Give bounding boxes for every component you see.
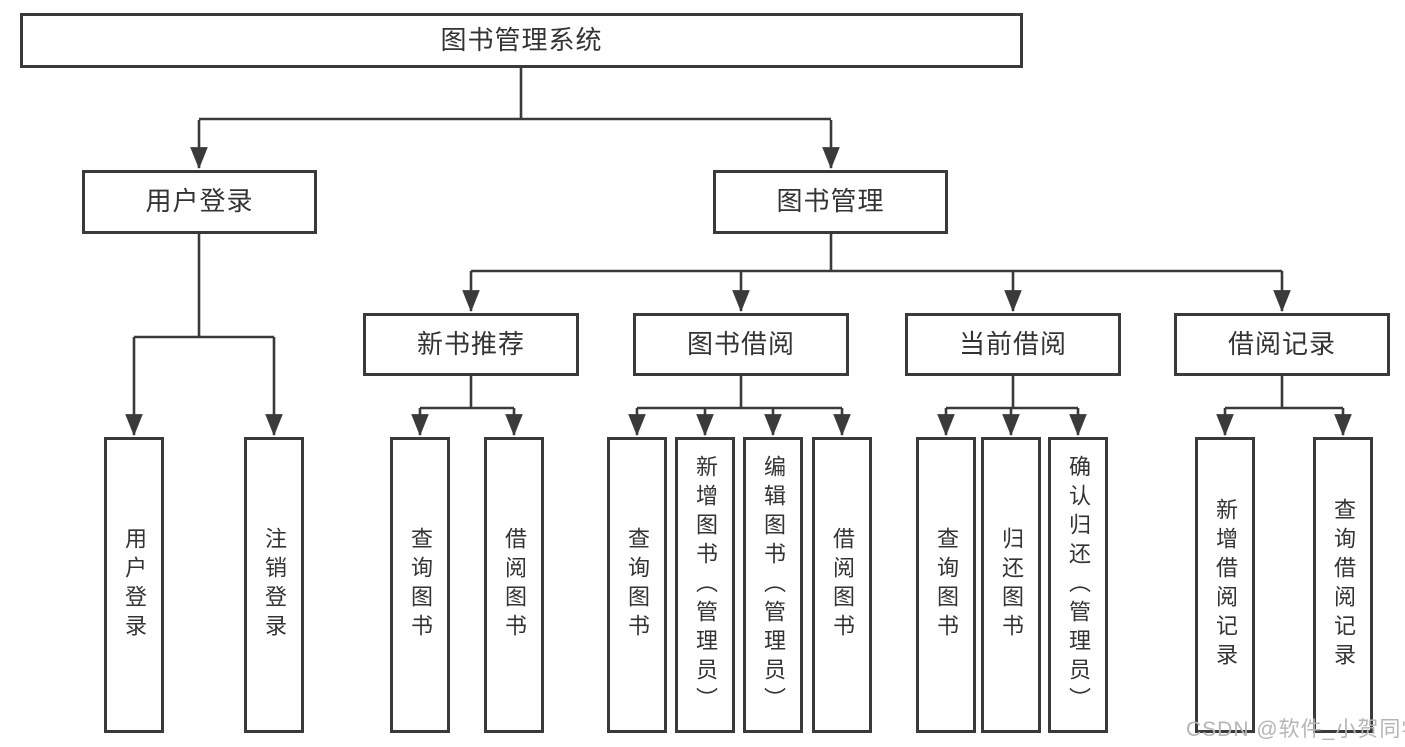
node-book-management: 图书管理 [713, 170, 948, 234]
leaf-return-book: 归还图书 [981, 437, 1041, 733]
connector-borrow-records-bus [1225, 376, 1343, 410]
leaf-confirm-return-admin: 确认归还（管理员） [1048, 437, 1108, 733]
node-borrow-records: 借阅记录 [1174, 313, 1390, 376]
leaf-edit-book-admin: 编辑图书（管理员） [743, 437, 803, 733]
node-user-login: 用户登录 [82, 170, 317, 234]
node-new-book-recommend: 新书推荐 [363, 313, 579, 376]
connector-book-borrow-bus [637, 376, 842, 410]
connector-user-login-bus [134, 234, 274, 339]
node-current-borrow: 当前借阅 [905, 313, 1121, 376]
node-root: 图书管理系统 [20, 13, 1023, 68]
leaf-query-borrow-record: 查询借阅记录 [1313, 437, 1373, 733]
connector-root-bus [199, 68, 831, 121]
connector-book-management-bus [471, 234, 1282, 273]
leaf-query-books-current: 查询图书 [916, 437, 976, 733]
connector-current-borrow-bus [946, 376, 1078, 410]
leaf-borrow-books: 借阅图书 [812, 437, 872, 733]
leaf-query-books-recommend: 查询图书 [390, 437, 450, 733]
leaf-add-borrow-record: 新增借阅记录 [1195, 437, 1255, 733]
leaf-borrow-books-recommend: 借阅图书 [484, 437, 544, 733]
leaf-user-login: 用户登录 [104, 437, 164, 733]
node-book-borrow: 图书借阅 [633, 313, 849, 376]
csdn-watermark: CSDN @软件_小贺同学 [1186, 718, 1405, 741]
leaf-query-books-borrow: 查询图书 [607, 437, 667, 733]
leaf-logout: 注销登录 [244, 437, 304, 733]
connector-new-book-recommend-bus [420, 376, 514, 410]
leaf-add-book-admin: 新增图书（管理员） [675, 437, 735, 733]
